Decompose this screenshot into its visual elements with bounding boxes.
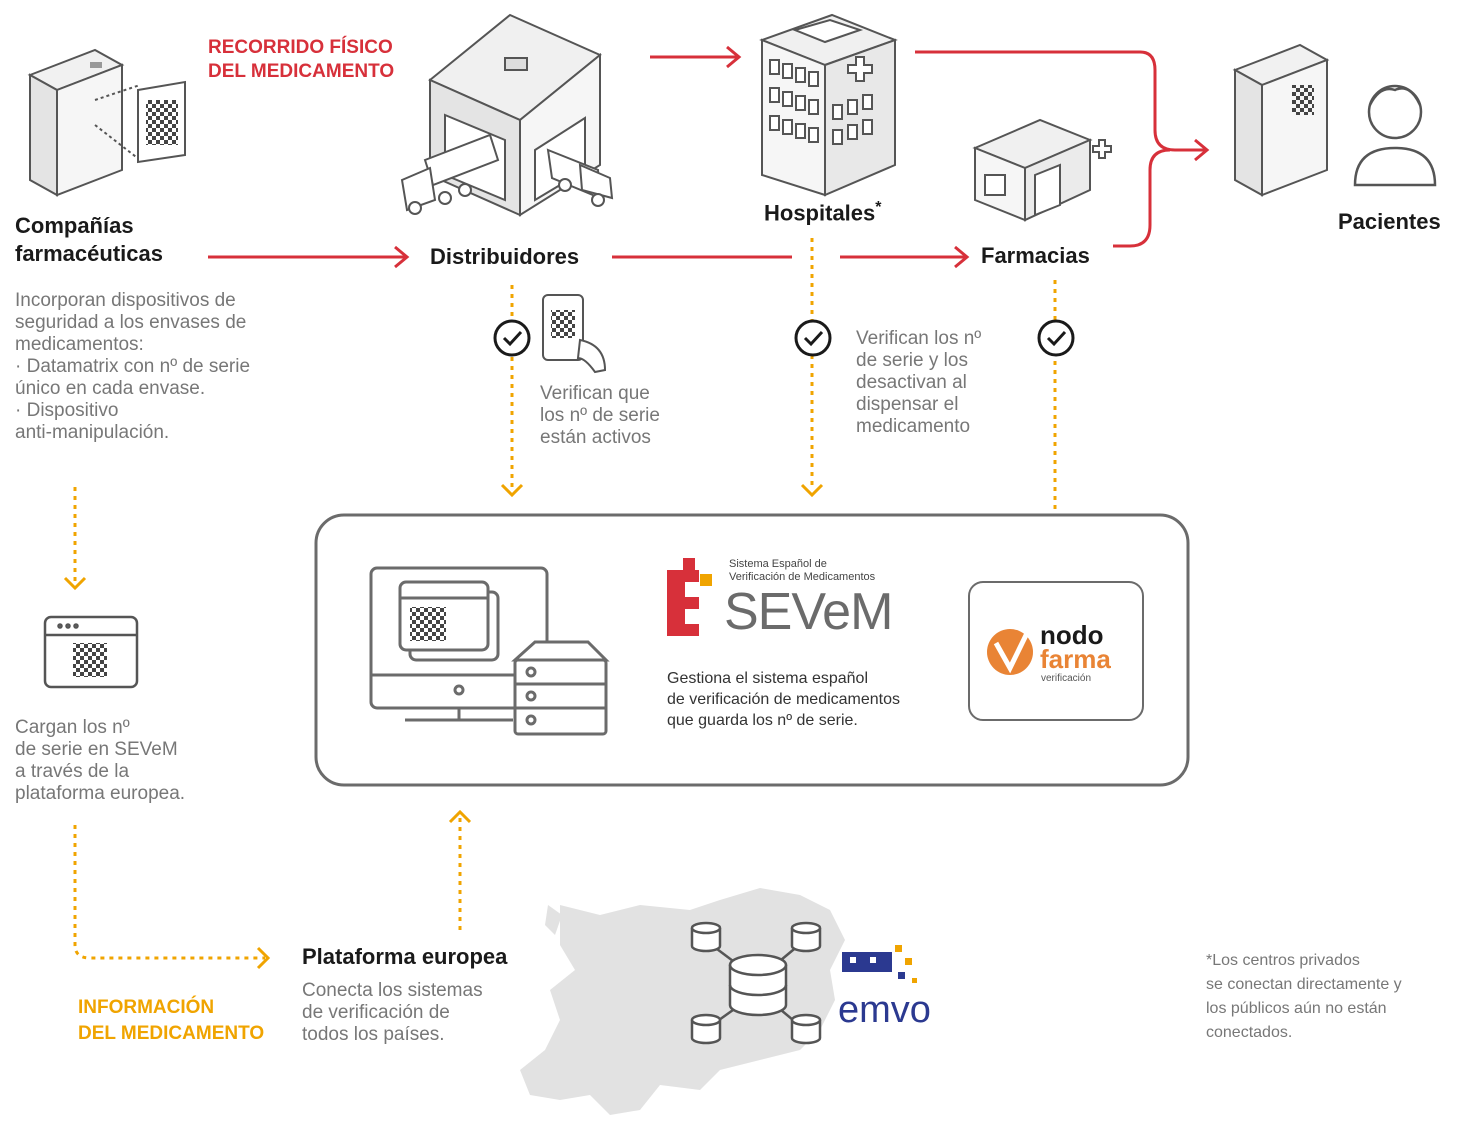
computer-icon xyxy=(369,566,549,722)
datamatrix-icon xyxy=(137,80,186,164)
companies-desc: Incorporan dispositivos de seguridad a l… xyxy=(15,290,251,443)
server-icon xyxy=(511,640,610,736)
nodofarma-line1: nodo xyxy=(1040,620,1104,650)
european-platform-title: Plataforma europea xyxy=(302,944,508,969)
scanner-phone-icon xyxy=(542,294,607,374)
hospital-icon xyxy=(759,13,898,197)
hospitals-title-text: Hospitales xyxy=(764,200,876,226)
distributors-desc: Verifican que los nº de serie están acti… xyxy=(540,383,660,448)
upload-desc: Cargan los nº de serie en SEVeM a través… xyxy=(15,717,186,804)
nodofarma-line3: verificación xyxy=(1041,673,1092,684)
pharmacies-title: Farmacias xyxy=(981,243,1090,268)
nodofarma-box xyxy=(968,581,1144,721)
nodofarma-logo-icon xyxy=(987,625,1033,675)
truck-icon xyxy=(400,133,614,215)
pharmacy-icon xyxy=(972,118,1112,222)
distributors-title: Distribuidores xyxy=(430,244,580,269)
patient-icon xyxy=(1353,84,1437,187)
companies-title: Compañías farmacéuticas xyxy=(15,213,163,266)
medicine-box-icon xyxy=(1232,43,1330,197)
footnote: *Los centros privados se conectan direct… xyxy=(1206,952,1402,1041)
physical-route-label: RECORRIDO FÍSICO DEL MEDICAMENTO xyxy=(208,37,395,82)
emvo-logo-icon xyxy=(842,945,917,983)
hospitals-asterisk: * xyxy=(875,199,882,216)
sevem-caption: Gestiona el sistema español de verificac… xyxy=(667,670,901,729)
sevem-logo-icon xyxy=(667,558,712,636)
hospitals-title: Hospitales* xyxy=(764,194,882,227)
browser-window-icon xyxy=(43,615,139,689)
europe-map-icon xyxy=(520,888,845,1115)
physical-route-arrows xyxy=(208,45,1210,269)
check-icon xyxy=(493,319,1075,357)
info-route-label: INFORMACIÓN DEL MEDICAMENTO xyxy=(78,997,265,1044)
sevem-subtitle: Sistema Español de Verificación de Medic… xyxy=(729,558,876,583)
hospitals-desc: Verifican los nº de serie y los desactiv… xyxy=(856,328,982,437)
nodofarma-line2: farma xyxy=(1040,644,1111,674)
sevem-logo-text: SEVeM xyxy=(724,583,893,641)
medicine-box-icon xyxy=(27,48,141,197)
database-icon xyxy=(690,921,822,1045)
patients-title: Pacientes xyxy=(1338,209,1441,234)
european-platform-desc: Conecta los sistemas de verificación de … xyxy=(302,980,483,1045)
emvo-logo-text: emvo xyxy=(838,989,931,1031)
